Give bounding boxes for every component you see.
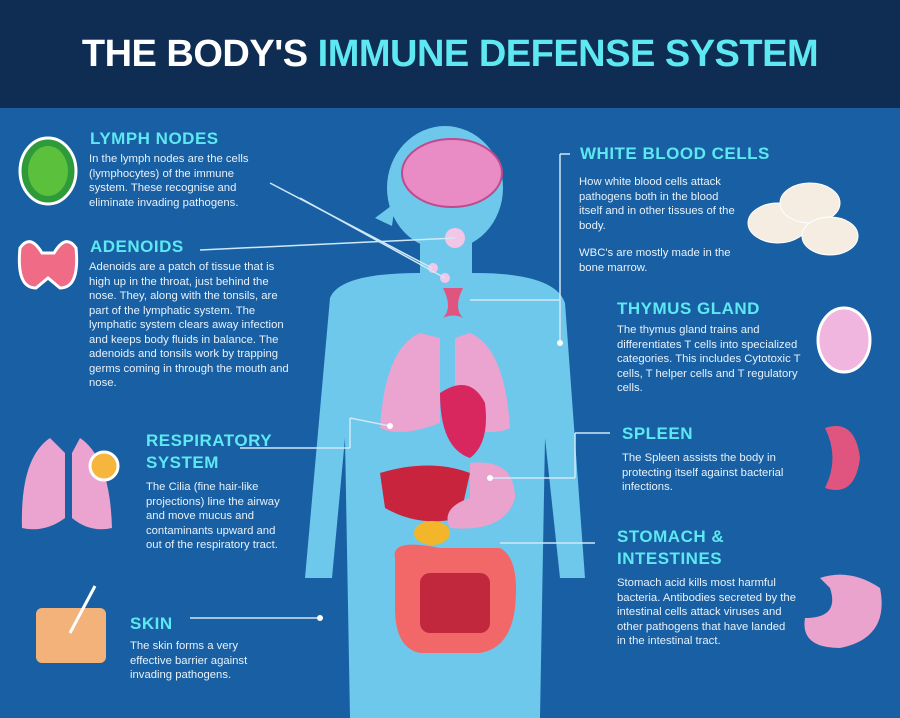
- lymph-node-icon-inner: [28, 146, 68, 196]
- stomach-organ: [447, 462, 515, 529]
- adenoids-text: Adenoids are a patch of tissue that is h…: [89, 261, 289, 389]
- skin-heading: SKIN: [130, 614, 173, 633]
- pancreas-icon: [414, 521, 450, 545]
- heart-icon: [440, 385, 486, 458]
- skin-icon: [36, 608, 106, 663]
- adenoid-icon: [17, 240, 79, 290]
- title-part1: THE BODY'S: [81, 33, 308, 75]
- skin-text: The skin forms a very effective barrier …: [130, 640, 248, 681]
- spleen-heading: SPLEEN: [622, 424, 694, 443]
- respiratory-heading: RESPIRATORY SYSTEM: [146, 431, 272, 472]
- thymus-text: The thymus gland trains and differentiat…: [617, 324, 801, 394]
- brain-icon: [401, 138, 503, 208]
- infographic-body: LYMPH NODES In the lymph nodes are the c…: [0, 108, 900, 718]
- liver-icon: [380, 465, 470, 522]
- stomach-heading: STOMACH & INTESTINES: [617, 527, 725, 568]
- leader-lines: [190, 153, 610, 619]
- adenoids-heading: ADENOIDS: [90, 237, 184, 256]
- respiratory-icon-right: [72, 438, 112, 530]
- body-illustration: [17, 126, 882, 718]
- header: THE BODY'S IMMUNE DEFENSE SYSTEM: [0, 0, 900, 108]
- white-blood-cells-icon: [747, 182, 859, 256]
- thymus-cell-icon: [816, 306, 872, 374]
- lung-left: [380, 333, 440, 432]
- hair-icon: [68, 585, 97, 634]
- title-part2: IMMUNE DEFENSE SYSTEM: [317, 33, 819, 75]
- wbc-text: How white blood cells attack pathogens b…: [579, 176, 735, 232]
- wbc-text-2: WBC's are mostly made in the bone marrow…: [579, 247, 731, 274]
- spleen-text: The Spleen assists the body in protectin…: [622, 452, 784, 493]
- stomach-icon: [804, 574, 882, 648]
- leader-dots: [317, 340, 563, 621]
- respiratory-icon: [21, 438, 65, 530]
- lymph-text: In the lymph nodes are the cells (lympho…: [89, 153, 249, 209]
- wbc-heading: WHITE BLOOD CELLS: [580, 144, 770, 163]
- cilia-zoom-icon: [88, 450, 120, 482]
- thymus-heading: THYMUS GLAND: [617, 299, 760, 318]
- small-intestine: [420, 573, 490, 633]
- respiratory-text: The Cilia (fine hair-like projections) l…: [146, 481, 280, 551]
- page-title: THE BODY'S IMMUNE DEFENSE SYSTEM: [81, 0, 819, 108]
- spleen-icon: [825, 426, 860, 490]
- stomach-text: Stomach acid kills most harmful bacteria…: [617, 577, 796, 647]
- thymus-icon: [443, 288, 463, 318]
- lymph-heading: LYMPH NODES: [90, 129, 219, 148]
